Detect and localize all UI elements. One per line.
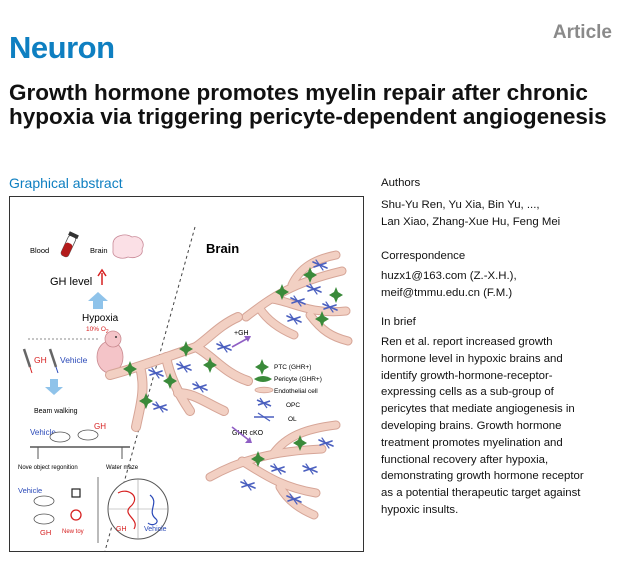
blood-tube-icon xyxy=(60,231,79,258)
brain-small-icon xyxy=(112,234,144,259)
hypoxia-label: Hypoxia xyxy=(82,313,119,324)
legend-ptc-label: PTC (GHR+) xyxy=(274,364,311,371)
brief-line: treatment promotes myelination and xyxy=(381,436,563,449)
article-title: Growth hormone promotes myelin repair af… xyxy=(9,80,607,129)
legend-endothelial-label: Endothelial cell xyxy=(274,388,318,395)
maze-gh-label: GH xyxy=(116,526,127,533)
email-link[interactable]: huzx1@163.com (Z.-X.H.), xyxy=(381,270,517,282)
blood-label: Blood xyxy=(30,246,49,255)
maze-vehicle-label: Vehicle xyxy=(144,526,167,533)
legend-ol-icon xyxy=(254,412,274,422)
syringe-vehicle-icon xyxy=(48,348,59,374)
authors-heading: Authors xyxy=(381,177,421,189)
legend-ptc-icon xyxy=(255,359,269,375)
mouse-icon xyxy=(33,513,55,525)
brief-line: demonstrating growth hormone receptor xyxy=(381,470,584,483)
syringe-gh-icon xyxy=(22,348,33,374)
legend-pericyte-label: Pericyte (GHR+) xyxy=(274,376,322,383)
novel-object-label: Nove object regonition xyxy=(18,465,78,471)
square-object-icon xyxy=(71,488,81,498)
beam-gh-label: GH xyxy=(94,422,106,431)
brief-line: hypoxic insults. xyxy=(381,503,459,516)
beam-walking-icon xyxy=(30,429,130,459)
water-maze-icon xyxy=(107,478,169,540)
in-brief-text: Ren et al. report increased growth hormo… xyxy=(381,334,627,519)
brief-line: as a potential therapeutic target agains… xyxy=(381,487,581,500)
mouse-pup-icon xyxy=(96,330,124,374)
brief-line: pericytes that mediate angiogenesis in xyxy=(381,403,575,416)
brief-line: expressing cells as a sub-group of xyxy=(381,386,554,399)
legend-ol-label: OL xyxy=(288,416,297,423)
plus-gh-label: +GH xyxy=(234,330,249,337)
ghr-cko-label: GHR cKO xyxy=(232,430,264,437)
correspondence-emails: huzx1@163.com (Z.-X.H.), meif@tmmu.edu.c… xyxy=(381,268,627,302)
brief-line: functional recovery after hypoxia, xyxy=(381,453,549,466)
hypoxia-subscript: 2 xyxy=(106,329,109,335)
journal-name: Neuron xyxy=(9,30,115,65)
beam-vehicle-label: Vehicle xyxy=(30,428,56,437)
gh-label: GH xyxy=(34,355,47,365)
hypoxia-value: 10% O xyxy=(86,326,106,333)
arrow-cko-icon xyxy=(231,426,252,443)
authors-list: Shu-Yu Ren, Yu Xia, Bin Yu, ..., Lan Xia… xyxy=(381,197,627,231)
beam-walking-label: Beam walking xyxy=(34,408,78,415)
arrow-up-large-icon xyxy=(88,292,108,309)
new-toy-label: New toy xyxy=(62,529,84,535)
brief-line: identify growth-hormone-receptor- xyxy=(381,369,553,382)
brief-line: hormone level in hypoxic brains and xyxy=(381,352,563,365)
authors-line: Shu-Yu Ren, Yu Xia, Bin Yu, ..., xyxy=(381,199,540,211)
brief-line: Ren et al. report increased growth xyxy=(381,336,553,348)
correspondence-heading: Correspondence xyxy=(381,250,466,262)
arrow-down-icon xyxy=(45,379,63,395)
brain-small-label: Brain xyxy=(90,246,108,255)
vehicle-label: Vehicle xyxy=(60,355,88,365)
authors-line: Lan Xiao, Zhang-Xue Hu, Feng Mei xyxy=(381,215,561,228)
vessel-network-bottom xyxy=(205,420,341,520)
circle-object-icon xyxy=(70,509,82,521)
nor-vehicle-label: Vehicle xyxy=(18,486,42,495)
mouse-icon xyxy=(33,495,55,507)
in-brief-heading: In brief xyxy=(381,316,416,328)
graphical-abstract: Blood Brain GH level Hypoxia 10% O2 GH V… xyxy=(9,196,364,552)
legend: PTC (GHR+) Pericyte (GHR+) Endothelial c… xyxy=(254,359,322,423)
article-type-label: Article xyxy=(552,22,612,43)
svg-text:10% O2: 10% O2 xyxy=(86,326,109,335)
legend-pericyte-icon xyxy=(254,376,272,382)
water-maze-label: Water maze xyxy=(106,465,139,471)
gh-level-label: GH level xyxy=(50,276,92,288)
vessel-network-main xyxy=(105,312,253,432)
brain-title: Brain xyxy=(206,241,239,256)
nor-gh-label: GH xyxy=(40,528,51,537)
legend-opc-label: OPC xyxy=(286,402,300,409)
vessel-network-top xyxy=(241,250,353,346)
separator-line xyxy=(104,226,196,552)
legend-opc-icon xyxy=(256,397,272,409)
email-link[interactable]: meif@tmmu.edu.cn (F.M.) xyxy=(381,286,513,299)
graphical-abstract-figure: Blood Brain GH level Hypoxia 10% O2 GH V… xyxy=(18,226,353,552)
arrow-gh-icon xyxy=(231,336,251,348)
arrow-up-icon xyxy=(97,268,107,285)
graphical-abstract-heading: Graphical abstract xyxy=(9,175,123,191)
brief-line: developing brains. Growth hormone xyxy=(381,419,562,432)
legend-endothelial-icon xyxy=(254,386,274,394)
